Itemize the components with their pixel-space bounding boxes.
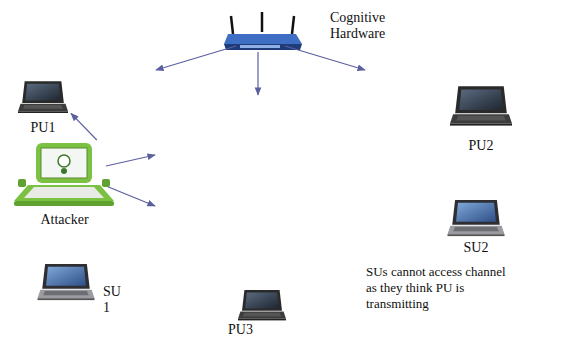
device-label: PU1 [16,120,70,136]
laptop-icon [448,200,505,236]
arrow-connector [71,113,97,140]
attacker-node: Attacker [12,140,118,232]
laptop-icon [18,81,68,113]
device-node: PU2 [448,80,515,160]
device-label: PU3 [228,322,268,338]
laptop-icon [38,264,95,300]
note-text: SUs cannot access channel as they think … [366,264,508,312]
device-label: Attacker [12,212,117,228]
laptop-icon [238,290,286,320]
router-node: Cognitive Hardware [222,8,412,56]
attacker-laptop-icon [14,143,114,206]
device-node: SU2 [445,198,508,258]
device-node: PU3 [228,290,296,339]
laptop-icon [450,86,512,125]
device-label: PU2 [448,138,514,154]
router-icon [224,12,302,50]
device-label: SU2 [445,240,507,256]
device-node: PU1 [16,78,71,137]
device-label: SU 1 [103,284,123,316]
device-label: Cognitive Hardware [330,10,410,42]
device-node: SU 1 [35,262,127,320]
